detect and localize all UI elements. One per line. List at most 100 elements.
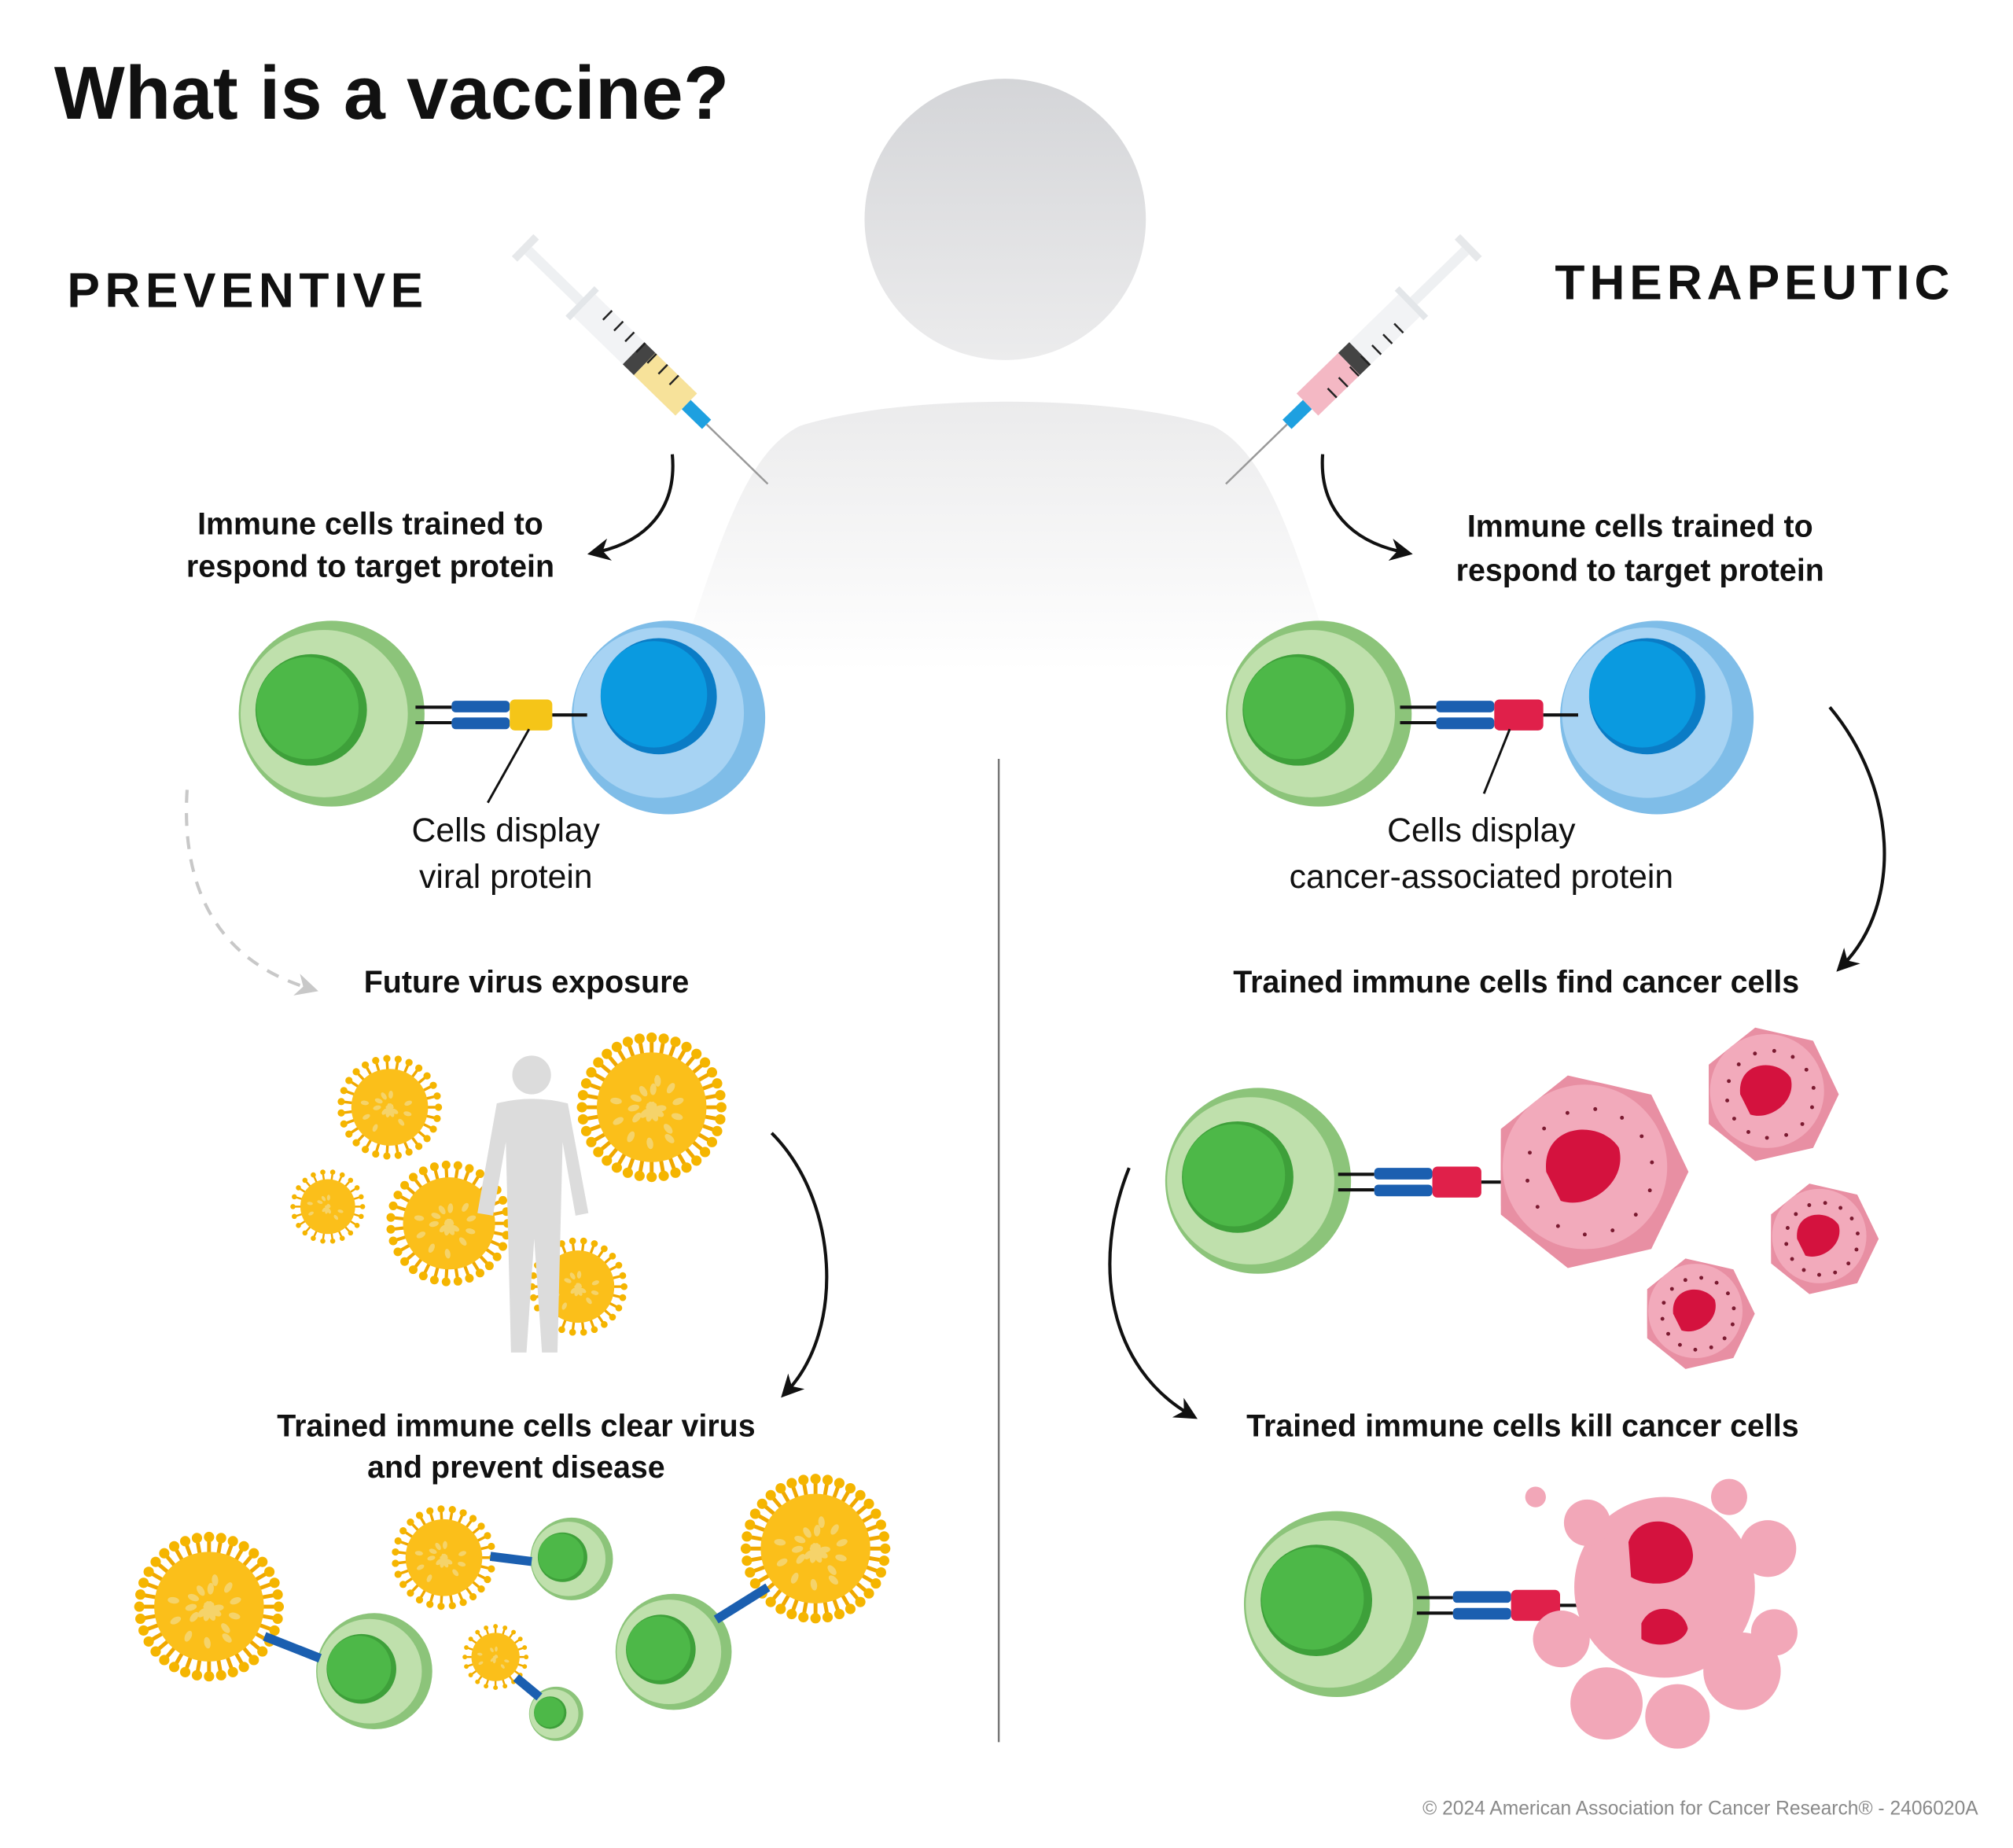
virus-spike-tip xyxy=(273,1601,285,1612)
virus-texture xyxy=(444,1249,451,1259)
cancer-cell-granule xyxy=(1542,1126,1547,1131)
cancer-cell-granule xyxy=(1535,1205,1540,1209)
virus-icon xyxy=(740,1474,891,1624)
virus-texture xyxy=(654,1105,667,1112)
virus-spike-tip xyxy=(433,1092,441,1100)
virus-texture xyxy=(443,1541,447,1549)
virus-texture xyxy=(204,1602,215,1611)
virus-spike-tip xyxy=(878,1531,889,1542)
virus-spike-tip xyxy=(320,1238,326,1244)
t-cell-nucleus xyxy=(1261,1547,1364,1650)
cancer-cell-granule xyxy=(1660,1316,1665,1321)
virus-spike-tip xyxy=(822,1611,834,1623)
virus-texture xyxy=(447,1203,454,1213)
target-protein xyxy=(1494,699,1544,731)
virus-spike-tip xyxy=(150,1646,161,1657)
virus-spike-tip xyxy=(691,1048,702,1059)
syringe-tick xyxy=(602,310,613,321)
virus-spike-tip xyxy=(615,1304,623,1312)
virus-texture xyxy=(190,1611,199,1622)
virus-texture xyxy=(569,1272,576,1280)
virus-spike-tip xyxy=(296,1223,301,1228)
virus-spike-tip xyxy=(477,1522,485,1530)
cancer-cell xyxy=(1709,1027,1839,1161)
virus-spike-tip xyxy=(227,1666,238,1677)
virus-spike-tip xyxy=(394,1151,402,1159)
cancer-cell-granule xyxy=(1810,1105,1814,1110)
virus-texture xyxy=(187,1593,200,1602)
syringe-plunger-cap xyxy=(1454,234,1482,262)
virus-texture xyxy=(167,1596,179,1604)
virus-texture xyxy=(212,1574,219,1586)
virus-spike-tip xyxy=(292,1194,297,1200)
virus-icon xyxy=(386,1160,513,1287)
virus-spike-tip xyxy=(745,1519,756,1530)
syringe-tick xyxy=(1393,322,1404,334)
antigen-presenting-cell xyxy=(571,620,766,815)
syringe-vaccine xyxy=(1296,352,1360,416)
target-protein xyxy=(1432,1166,1481,1198)
virus-spike-tip xyxy=(716,1102,727,1113)
cancer-cell-granule xyxy=(1582,1232,1587,1237)
virus-icon xyxy=(462,1624,529,1691)
syringe-tick xyxy=(1360,355,1371,366)
virus-spike-tip xyxy=(159,1655,170,1666)
cancer-cell-nucleus xyxy=(1797,1214,1840,1257)
cancer-cell-granule xyxy=(1731,1306,1736,1311)
virus-spike-tip xyxy=(609,1253,616,1260)
preventive-display-label-1: Cells display xyxy=(412,812,601,849)
virus-texture xyxy=(814,1524,821,1537)
virus-texture xyxy=(466,1228,476,1235)
t-cell xyxy=(238,620,425,807)
virus-spike-tip xyxy=(388,1201,398,1210)
virus-spike-tip xyxy=(415,1511,424,1519)
virus-spike-tip xyxy=(423,1135,431,1143)
virus-spike-tip xyxy=(134,1601,145,1612)
virus-spike-tip xyxy=(700,1057,711,1068)
cancer-fragment xyxy=(1703,1632,1781,1710)
virus-spike-tip xyxy=(619,1272,627,1279)
virus-texture xyxy=(791,1545,804,1553)
cancer-cell-granule xyxy=(1730,1322,1735,1327)
virus-texture xyxy=(387,1103,392,1112)
virus-texture xyxy=(818,1516,825,1529)
virus-texture xyxy=(810,1544,821,1553)
virus-texture xyxy=(427,1555,436,1561)
therapeutic-heading: THERAPEUTIC xyxy=(1555,256,1949,311)
therapeutic-display-label-2: cancer-associated protein xyxy=(1290,858,1673,896)
virus-texture xyxy=(790,1572,799,1584)
virus-spike-tip xyxy=(749,1578,760,1589)
virus-texture xyxy=(835,1554,847,1562)
pointer-line xyxy=(1482,728,1511,794)
virus-spike-tip xyxy=(429,1276,439,1285)
virus-spike-tip xyxy=(475,1629,480,1635)
virus-spike-tip xyxy=(580,1125,592,1136)
arrow-icon xyxy=(770,1132,829,1398)
syringe-plunger xyxy=(1406,246,1470,309)
cancer-cell-nucleus xyxy=(1739,1065,1792,1116)
virus-texture xyxy=(579,1287,587,1294)
cancer-cell-granule xyxy=(1790,1055,1795,1059)
virus-spike-tip xyxy=(622,1167,633,1178)
virus-spike-tip xyxy=(569,1237,576,1245)
virus-texture xyxy=(230,1597,241,1605)
virus-spike-tip xyxy=(408,1265,418,1275)
virus-spike-tip xyxy=(712,1078,723,1089)
person-head xyxy=(864,79,1146,360)
virus-spike-tip xyxy=(715,1114,726,1125)
cancer-fragment xyxy=(1645,1684,1710,1749)
syringe-needle xyxy=(1225,423,1288,485)
receptor xyxy=(489,1552,532,1566)
virus-spike-tip xyxy=(372,1150,380,1158)
virus-texture xyxy=(672,1097,684,1106)
virus-spike-tip xyxy=(522,1645,528,1651)
virus-spike-tip xyxy=(745,1567,756,1578)
virus-spike-tip xyxy=(465,1274,474,1283)
virus-texture xyxy=(650,1083,657,1095)
receptor xyxy=(1374,1168,1433,1180)
virus-spike-tip xyxy=(135,1613,146,1625)
t-cell xyxy=(615,1593,732,1710)
cancer-fragment xyxy=(1570,1667,1643,1740)
virus-spike-tip xyxy=(658,1170,669,1181)
